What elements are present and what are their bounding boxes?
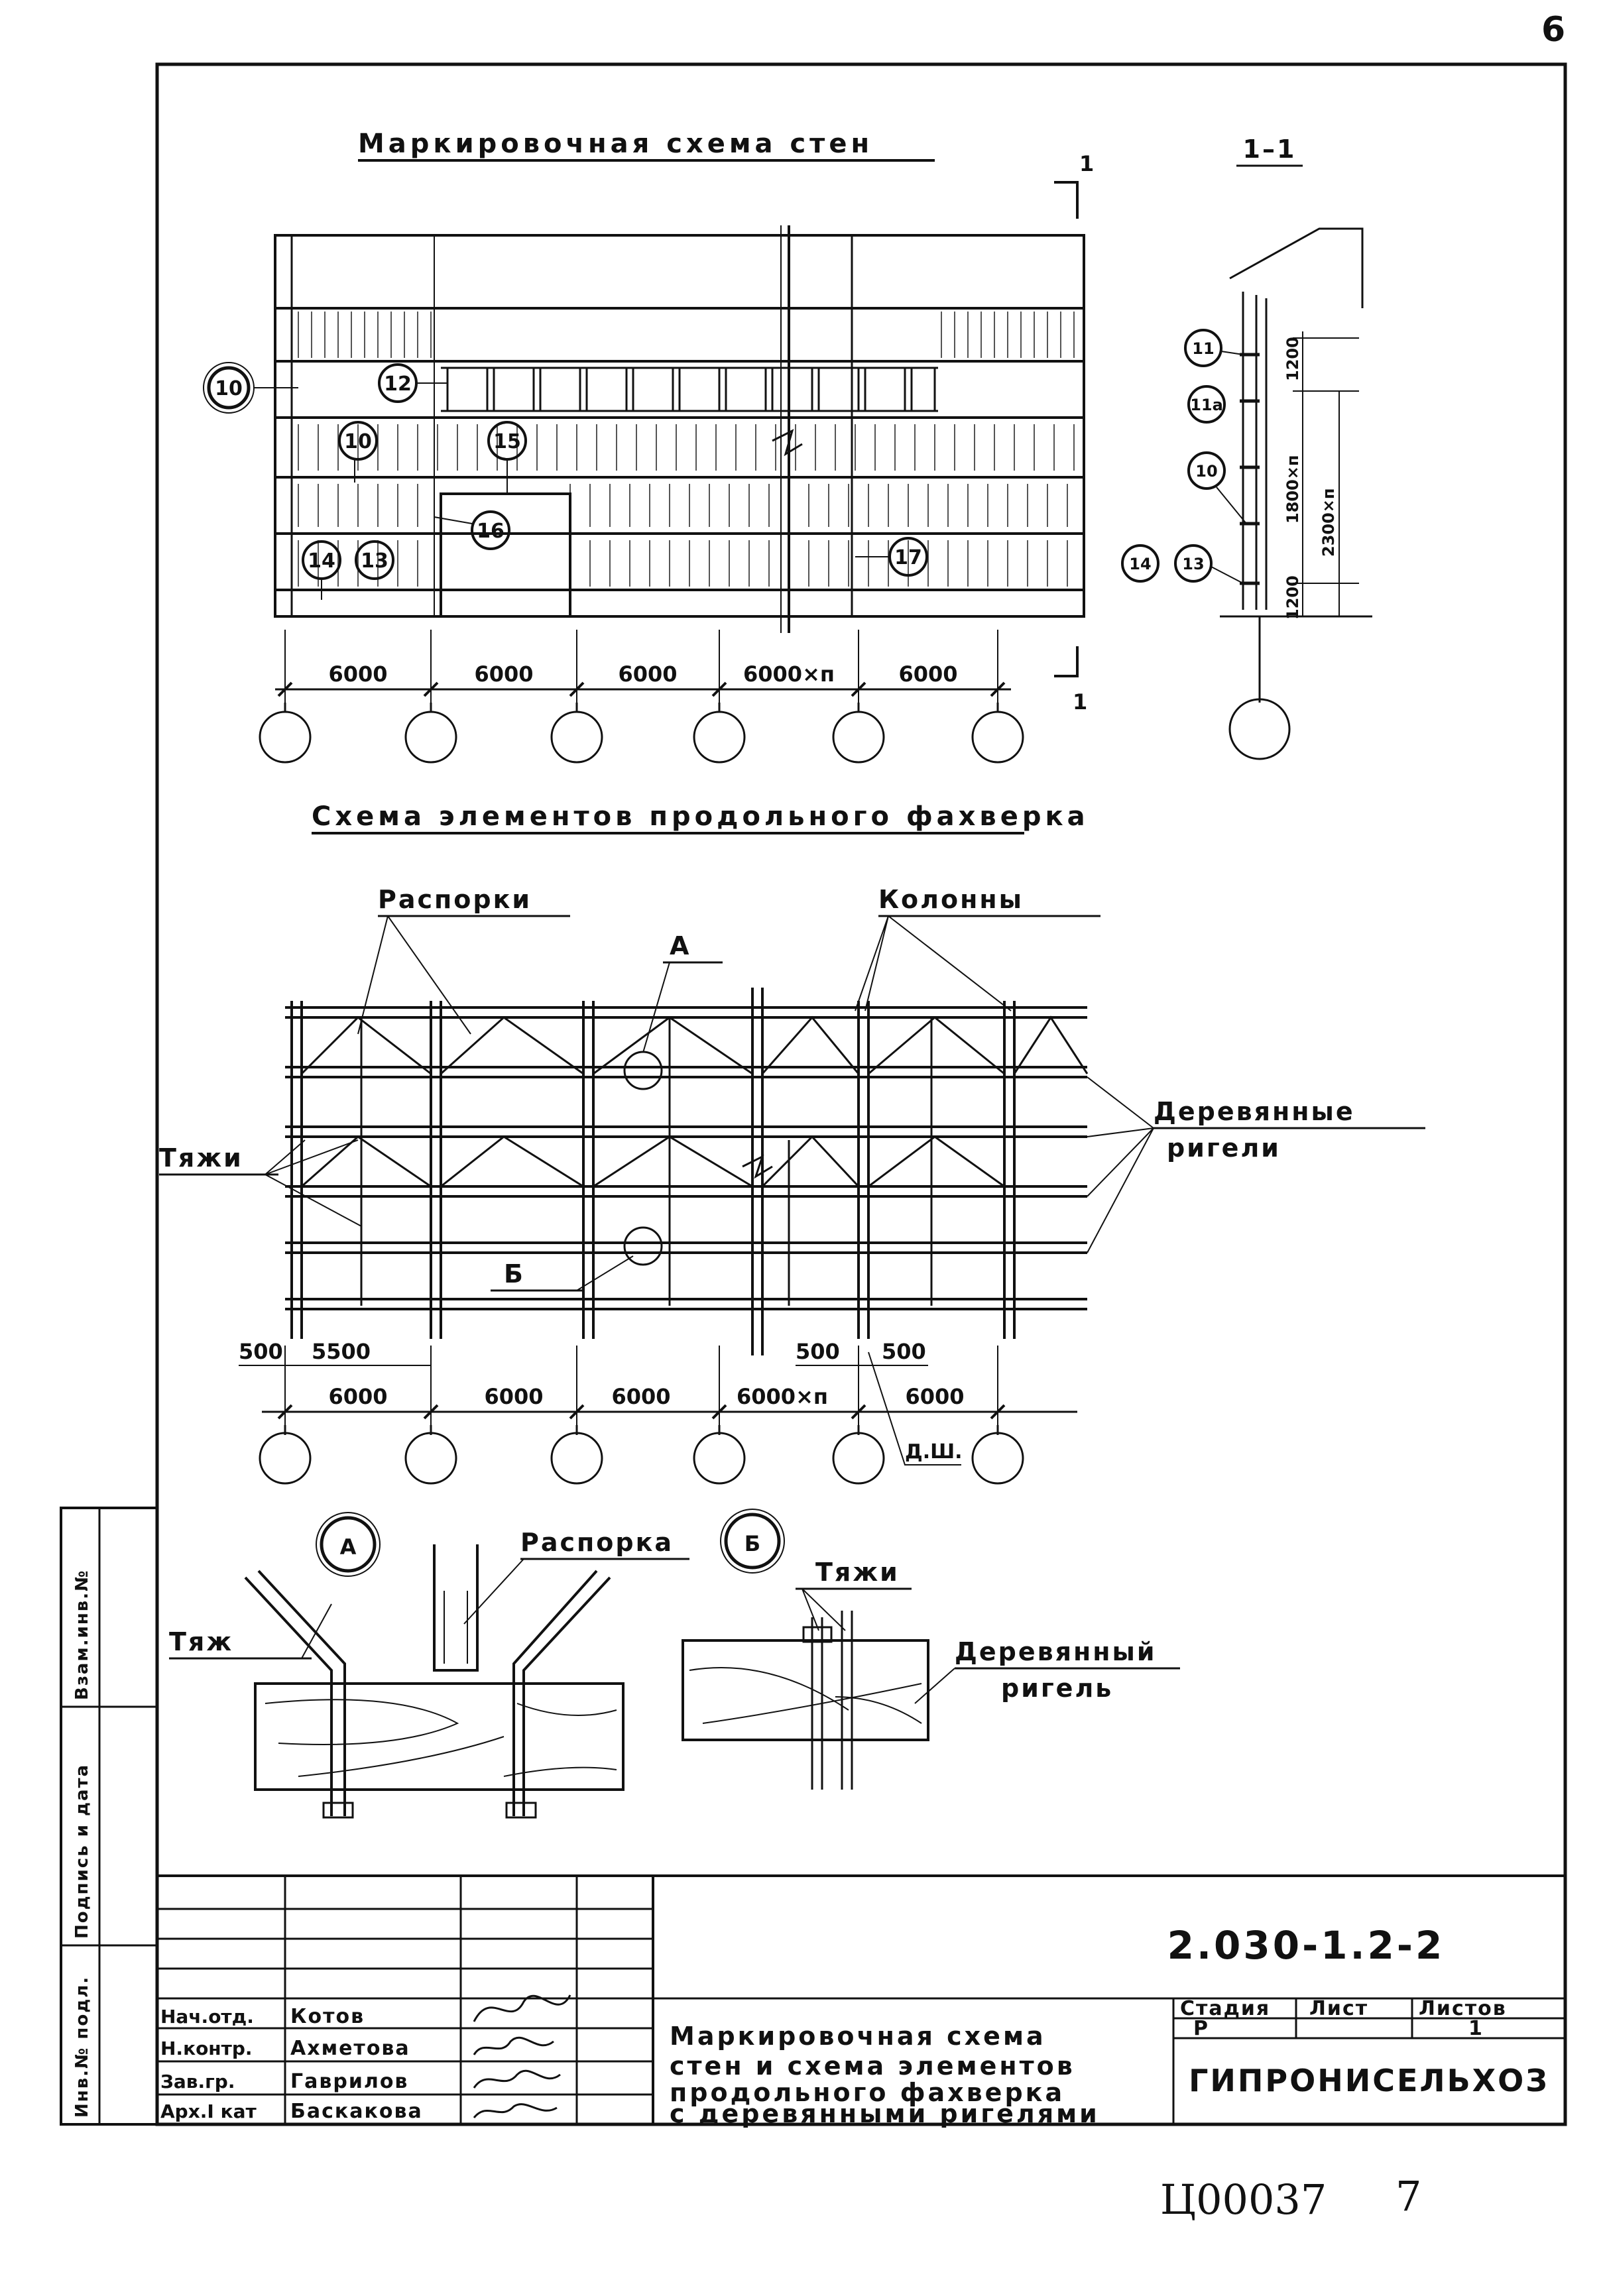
organization-name: ГИПРОНИСЕЛЬХОЗ [1189,2063,1549,2098]
detail-a-brace-label: Распорка [520,1528,674,1557]
marker-12: 12 [384,373,412,396]
name-gavrilov: Гаврилов [290,2070,408,2093]
sec-marker-14: 14 [1129,555,1151,573]
label-dsh: Д.Ш. [905,1440,963,1464]
sec-marker-11a: 11а [1190,396,1223,414]
label-node-b: Б [504,1259,525,1289]
elev-dim-3: 6000 [618,661,677,687]
section-title: 1–1 [1243,135,1297,164]
header-stage: Стадия [1180,1997,1270,2020]
fw-dim-top-500-right: 500 [882,1339,926,1364]
fw-dim-5: 6000 [905,1384,964,1409]
value-stage: Р [1193,2017,1209,2040]
title-line-4: с деревянными ригелями [670,2099,1100,2128]
sidebar-inv-number: Инв.№ подл. [72,1976,92,2118]
header-sheets: Листов [1419,1997,1507,2020]
framework-scheme: Схема элементов продольного фахверка [159,801,1425,1485]
sec-dim-1200-top: 1200 [1283,337,1302,381]
framework-title: Схема элементов продольного фахверка [312,801,1089,832]
sidebar-replace-inv: Взам.инв.№ [72,1570,92,1700]
label-rods: Тяжи [159,1143,243,1173]
fw-dim-4: 6000×п [737,1384,828,1409]
marker-14: 14 [308,549,335,573]
sec-marker-10: 10 [1195,462,1217,481]
header-sheet: Лист [1309,1997,1368,2020]
detail-b-rail-label-2: ригель [1001,1674,1113,1703]
fw-dim-top-500-left: 500 [239,1339,283,1364]
title-block: 2.030-1.2-2 Нач.отд. Н.контр. Зав.гр. Ар… [156,1874,1567,2128]
sheet-frame [155,62,1567,2126]
marker-10b: 10 [344,430,372,453]
title-line-2: стен и схема элементов [670,2051,1075,2081]
label-columns: Колонны [878,885,1024,914]
marker-10a: 10 [215,377,243,400]
title-line-3: продольного фахверка [670,2078,1065,2107]
fw-dim-top-5500: 5500 [312,1339,371,1364]
section-mark-bottom: 1 [1073,689,1087,715]
value-sheets: 1 [1468,2017,1484,2040]
title-line-1: Маркировочная схема [670,2022,1046,2051]
page-number: 6 [1541,10,1565,50]
elev-dim-2: 6000 [474,661,533,687]
label-wood-rails-1: Деревянные [1154,1097,1355,1126]
detail-a: А Распорка Тяж [169,1512,689,1819]
marker-16: 16 [477,520,505,543]
sec-dim-1200-bottom: 1200 [1283,575,1302,620]
archive-number: Ц00037 [1160,2175,1327,2224]
marker-15: 15 [493,430,521,453]
fw-dim-1: 6000 [328,1384,387,1409]
detail-a-rod-label: Тяж [169,1627,233,1656]
approval-sidebar: Инв.№ подл. Подпись и дата Взам.инв.№ [60,1507,158,2126]
fw-dim-top-500-mid: 500 [796,1339,840,1364]
footer-page: 7 [1396,2172,1421,2220]
wall-elevation: Маркировочная схема стен [203,129,1094,764]
name-akhmetova: Ахметова [290,2037,410,2060]
sec-marker-11: 11 [1192,339,1214,358]
detail-a-mark: А [340,1534,357,1560]
name-kotov: Котов [290,2005,365,2028]
role-group-head: Зав.гр. [160,2071,235,2093]
detail-b-rods-label: Тяжи [815,1558,900,1587]
sec-dim-1800: 1800×п [1283,455,1302,524]
marker-17: 17 [894,546,922,569]
section-1-1: 1–1 1200 1800×п 2300×п 1200 11 11а 10 14… [1121,135,1372,760]
role-head: Нач.отд. [160,2006,254,2028]
name-baskakova: Баскакова [290,2100,423,2123]
elevation-title: Маркировочная схема стен [358,129,873,159]
sec-marker-13: 13 [1182,555,1204,573]
role-norm-control: Н.контр. [160,2038,253,2059]
marker-13: 13 [361,549,388,573]
sheet-code: 2.030-1.2-2 [1167,1923,1445,1968]
sidebar-signature-date: Подпись и дата [72,1764,92,1939]
label-wood-rails-2: ригели [1167,1133,1281,1163]
role-architect: Арх.I кат [160,2100,257,2122]
fw-dim-3: 6000 [611,1384,670,1409]
sec-dim-2300: 2300×п [1319,488,1338,557]
signatures [473,1994,571,2118]
elev-dim-4: 6000×п [743,661,835,687]
detail-b-rail-label-1: Деревянный [955,1637,1157,1666]
fw-dim-2: 6000 [484,1384,543,1409]
elev-dim-5: 6000 [898,661,957,687]
elev-dim-1: 6000 [328,661,387,687]
detail-b-mark: Б [744,1531,760,1556]
label-node-a: А [670,931,691,960]
section-mark-top: 1 [1079,151,1094,176]
detail-b: Б Тяжи Деревянный ригель [682,1509,1180,1790]
label-braces: Распорки [378,885,532,914]
